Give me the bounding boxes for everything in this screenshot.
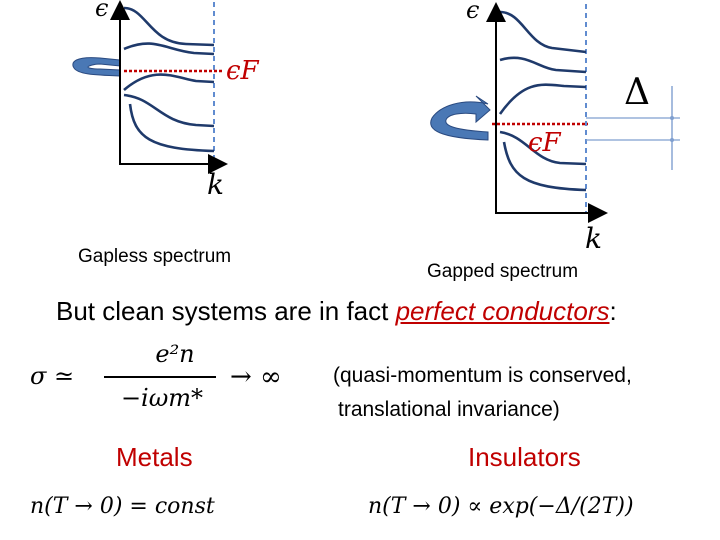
insulators-label: Insulators <box>468 442 581 472</box>
insulators-formula: n(T → 0) ∝ exp(−Δ/(2T)) <box>368 494 634 519</box>
band-curve <box>123 93 215 128</box>
gapped-caption: Gapped spectrum <box>427 261 579 282</box>
gapless-caption: Gapless spectrum <box>78 246 232 267</box>
band-curve <box>502 141 587 192</box>
gapless-spectrum-diagram <box>72 0 228 174</box>
band-curve <box>128 103 215 153</box>
metals-formula: n(T → 0) = const <box>30 494 215 519</box>
rotation-arrow-icon <box>72 57 121 77</box>
conductivity-numerator: e²n <box>155 340 195 368</box>
gapped-spectrum-diagram <box>430 2 680 223</box>
right-fermi-label: ϵF <box>528 128 561 158</box>
band-curve <box>123 73 215 91</box>
conductivity-note-line2: translational invariance) <box>338 398 560 421</box>
conductivity-denominator: −iωm* <box>120 384 204 412</box>
right-axis-y-label: ϵ <box>466 0 480 24</box>
statement-prefix: But clean systems are in fact <box>56 296 396 326</box>
statement-emphasis: perfect conductors <box>395 296 610 326</box>
gap-label: Δ <box>624 72 650 113</box>
band-curve <box>499 56 587 74</box>
fraction-bar <box>104 376 216 378</box>
gap-indicator-tick <box>670 116 674 120</box>
conductivity-lhs: σ ≃ <box>30 362 75 390</box>
conductivity-rhs: → ∞ <box>230 362 282 392</box>
statement-suffix: : <box>609 296 617 326</box>
band-curve <box>123 6 215 47</box>
gap-indicator-tick <box>670 138 674 142</box>
right-axis-x-label: k <box>585 222 602 255</box>
left-axis-y-label: ϵ <box>95 0 109 22</box>
band-curve <box>123 42 215 56</box>
left-axis-x-label: k <box>207 168 224 201</box>
rotation-arrow-icon <box>430 95 491 141</box>
metals-label: Metals <box>116 442 193 472</box>
band-curve <box>498 83 587 115</box>
band-curve <box>499 130 587 166</box>
conductivity-note-line1: (quasi-momentum is conserved, <box>333 364 632 387</box>
statement-line: But clean systems are in fact perfect co… <box>56 296 617 327</box>
left-fermi-label: ϵF <box>226 56 259 86</box>
band-curve <box>499 10 587 54</box>
